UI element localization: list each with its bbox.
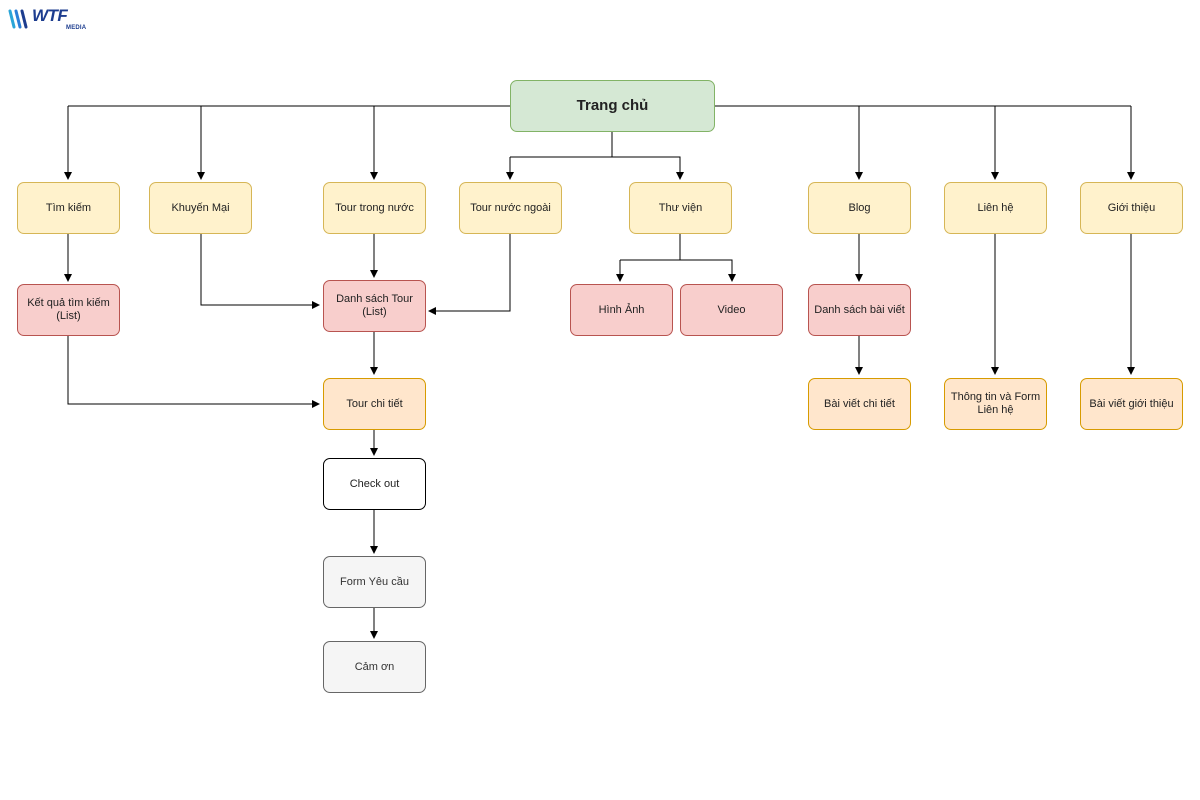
node-foreign: Tour nước ngoài	[459, 182, 562, 234]
logo-subtext: MEDIA	[66, 25, 87, 31]
connector-promo-tourlist	[200, 234, 320, 309]
logo: WTF MEDIA	[8, 6, 98, 32]
node-about: Giới thiệu	[1080, 182, 1183, 234]
connector-results-tourdetail	[67, 336, 320, 408]
connector-home-library	[612, 156, 684, 180]
node-home: Trang chủ	[510, 80, 715, 132]
node-promo: Khuyến Mại	[149, 182, 252, 234]
node-blog: Blog	[808, 182, 911, 234]
node-contact: Liên hệ	[944, 182, 1047, 234]
connector-library-split	[620, 234, 681, 261]
node-checkout: Check out	[323, 458, 426, 510]
node-search: Tìm kiếm	[17, 182, 120, 234]
logo-text: WTF	[32, 6, 68, 25]
connector-foreign-tourlist	[428, 234, 511, 315]
logo-mark-icon	[8, 9, 28, 29]
node-post-detail: Bài viết chi tiết	[808, 378, 911, 430]
node-search-results: Kết quả tìm kiếm (List)	[17, 284, 120, 336]
connector-library-video	[680, 259, 736, 282]
node-thanks: Cảm ơn	[323, 641, 426, 693]
node-about-post: Bài viết giới thiệu	[1080, 378, 1183, 430]
node-domestic: Tour trong nước	[323, 182, 426, 234]
node-request-form: Form Yêu cầu	[323, 556, 426, 608]
node-contact-form: Thông tin và Form Liên hệ	[944, 378, 1047, 430]
connector-home-split	[510, 132, 613, 158]
node-tour-list: Danh sách Tour (List)	[323, 280, 426, 332]
node-post-list: Danh sách bài viết	[808, 284, 911, 336]
node-images: Hình Ảnh	[570, 284, 673, 336]
node-video: Video	[680, 284, 783, 336]
node-library: Thư viện	[629, 182, 732, 234]
node-tour-detail: Tour chi tiết	[323, 378, 426, 430]
